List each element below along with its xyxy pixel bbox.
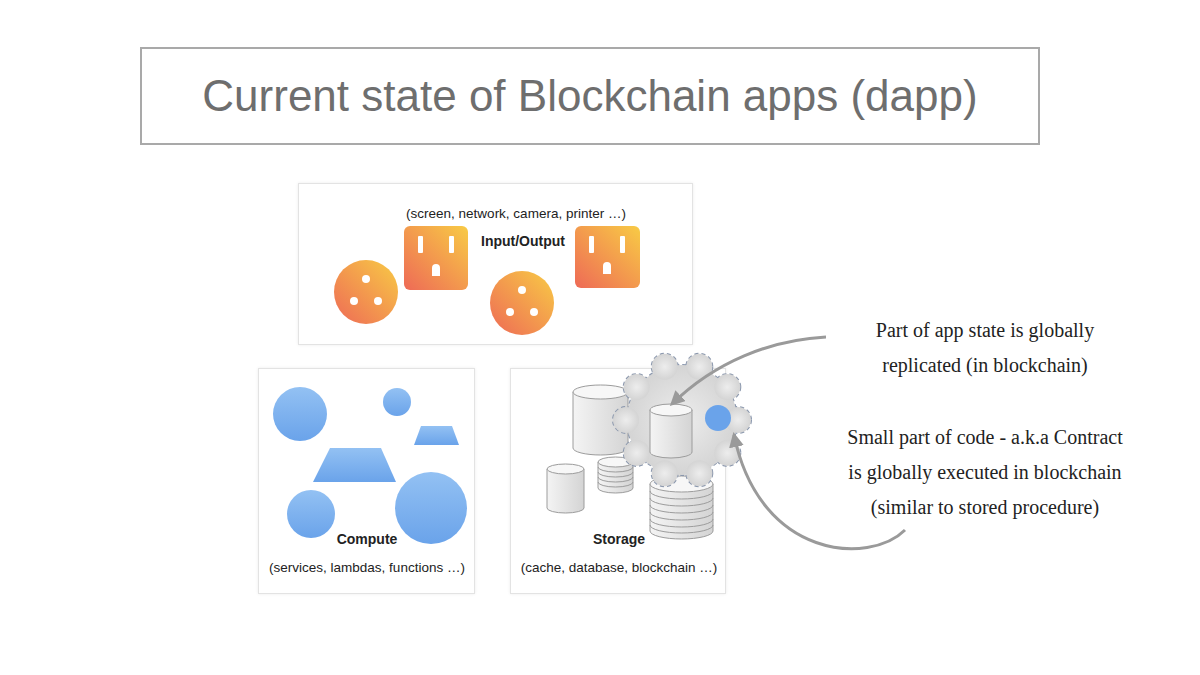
panel-examples: (cache, database, blockchain …) — [521, 560, 718, 575]
panel-box: (screen, network, camera, printer …) Inpu… — [298, 183, 693, 345]
io-examples: (screen, network, camera, printer …) — [406, 206, 626, 221]
panel-heading: Compute — [337, 531, 398, 547]
diagram-title: Current state of Blockchain apps (dapp) — [202, 71, 977, 121]
panel-heading: Storage — [593, 531, 645, 547]
title-box: Current state of Blockchain apps (dapp) — [140, 47, 1040, 145]
panel-heading: Input/Output — [481, 233, 565, 249]
panel-box: Storage (cache, database, blockchain …) — [510, 368, 726, 594]
panel-box: Compute (services, lambdas, functions …) — [258, 368, 475, 594]
panel-examples: (services, lambdas, functions …) — [269, 560, 465, 575]
leader-arrow — [734, 435, 905, 549]
callout-note: Part of app state is globally replicated… — [841, 313, 1129, 383]
callout-note: Small part of code - a.k.a Contract is g… — [841, 420, 1129, 525]
